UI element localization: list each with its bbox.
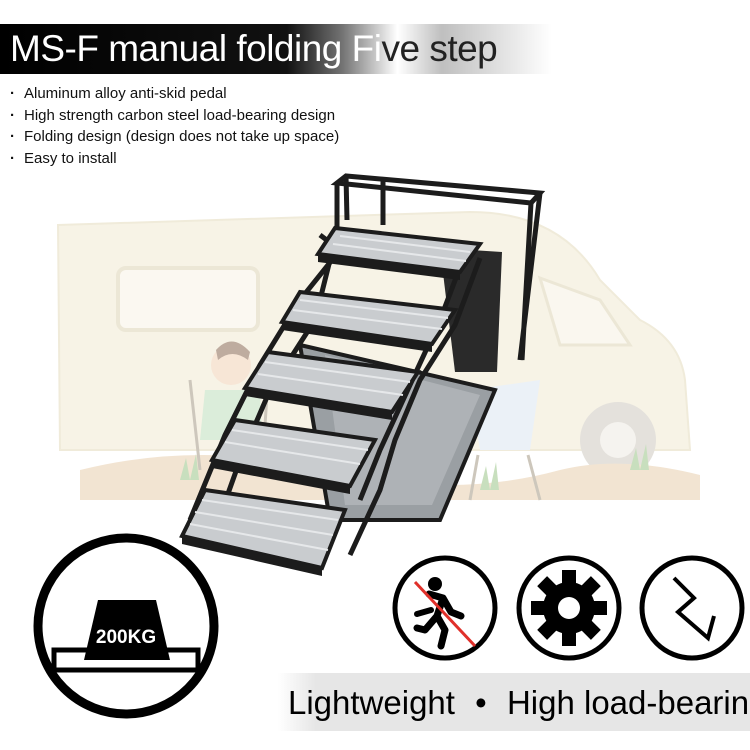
product-title: MS-F manual folding Five step bbox=[10, 27, 498, 71]
title-faded: ve step bbox=[381, 28, 498, 69]
title-band bbox=[0, 24, 552, 74]
feature-list: Aluminum alloy anti-skid pedal High stre… bbox=[10, 83, 339, 169]
load-capacity-badge: 200KG bbox=[33, 533, 219, 719]
tagline-separator: • bbox=[475, 684, 487, 721]
tagline: Lightweight • High load-bearing bbox=[288, 681, 750, 725]
tagline-right: High load-bearing bbox=[506, 684, 750, 721]
anti-slip-icon bbox=[392, 555, 498, 661]
gear-icon bbox=[516, 555, 622, 661]
feature-item: High strength carbon steel load-bearing … bbox=[10, 105, 339, 127]
feature-item: Folding design (design does not take up … bbox=[10, 126, 339, 148]
feature-item: Aluminum alloy anti-skid pedal bbox=[10, 83, 339, 105]
feature-item: Easy to install bbox=[10, 148, 339, 170]
load-label: 200KG bbox=[96, 627, 156, 648]
tagline-band bbox=[278, 673, 750, 731]
folding-icon bbox=[639, 555, 745, 661]
product-scene bbox=[56, 173, 700, 576]
weight-icon bbox=[84, 600, 170, 660]
tagline-left: Lightweight bbox=[288, 684, 455, 721]
title-main: MS-F manual folding Fi bbox=[10, 28, 382, 69]
folding-step-product bbox=[179, 173, 546, 576]
